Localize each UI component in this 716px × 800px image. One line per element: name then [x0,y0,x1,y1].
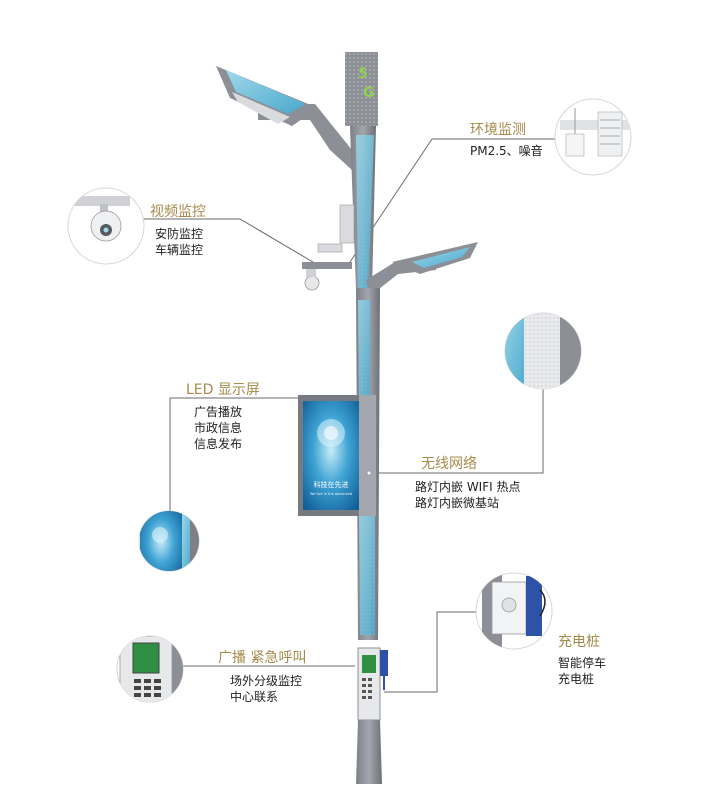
broadcast-desc-line: 中心联系 [230,689,302,705]
led-screen-subcaption: We live in the advanced [310,492,352,496]
led-desc-line: 信息发布 [194,436,242,452]
camera-bracket [302,262,352,269]
emergency-phone-icon [117,636,184,706]
broadcast-desc-line: 场外分级监控 [230,673,302,689]
wireless-desc-line: 路灯内嵌微基站 [415,495,520,511]
env-sensor-icon [555,99,631,175]
led-screen-side [359,395,376,516]
led-desc-line: 广告播放 [194,404,242,420]
pole-env-sensor [318,244,342,252]
emergency-screen [362,655,376,673]
led-desc: 广告播放 市政信息 信息发布 [194,404,242,452]
broadcast-desc: 场外分级监控 中心联系 [230,673,302,705]
broadcast-title: 广播 紧急呼叫 [218,647,306,667]
wifi-panel-icon [500,310,590,400]
charging-desc-line: 充电桩 [558,671,606,687]
environment-desc-line: PM2.5、噪音 [470,143,543,159]
video-desc-line: 车辆监控 [155,242,203,258]
wireless-desc-line: 路灯内嵌 WIFI 热点 [415,479,520,495]
wireless-title: 无线网络 [421,453,477,473]
camera-icon [68,188,144,264]
pole-middle-led-mesh [358,300,370,395]
environment-desc: PM2.5、噪音 [470,143,543,159]
pole-lower-shaft [356,720,382,784]
badge-5g-char-2: G [363,85,375,101]
charging-unit [380,650,388,676]
video-desc: 安防监控 车辆监控 [155,226,203,258]
led-desc-line: 市政信息 [194,420,242,436]
camera-mount-box [340,205,354,243]
leader-charging [384,612,476,692]
charging-title: 充电桩 [558,631,600,651]
wireless-desc: 路灯内嵌 WIFI 热点 路灯内嵌微基站 [415,479,520,511]
environment-title: 环境监测 [470,119,526,139]
led-title: LED 显示屏 [186,379,260,399]
charging-desc-line: 智能停车 [558,655,606,671]
video-desc-line: 安防监控 [155,226,203,242]
pole-lower-led-mesh [359,505,375,635]
led-screen-closeup-icon [139,510,200,580]
video-title: 视频监控 [150,201,206,221]
badge-5g-char-1: 5 [358,66,368,82]
pole-camera-arm [306,269,316,277]
led-screen-caption: 科技在先进 [314,480,349,489]
charging-desc: 智能停车 充电桩 [558,655,606,687]
wifi-port-dot [367,471,371,475]
charging-station-icon [476,572,552,652]
pole-camera-dome [305,276,319,290]
